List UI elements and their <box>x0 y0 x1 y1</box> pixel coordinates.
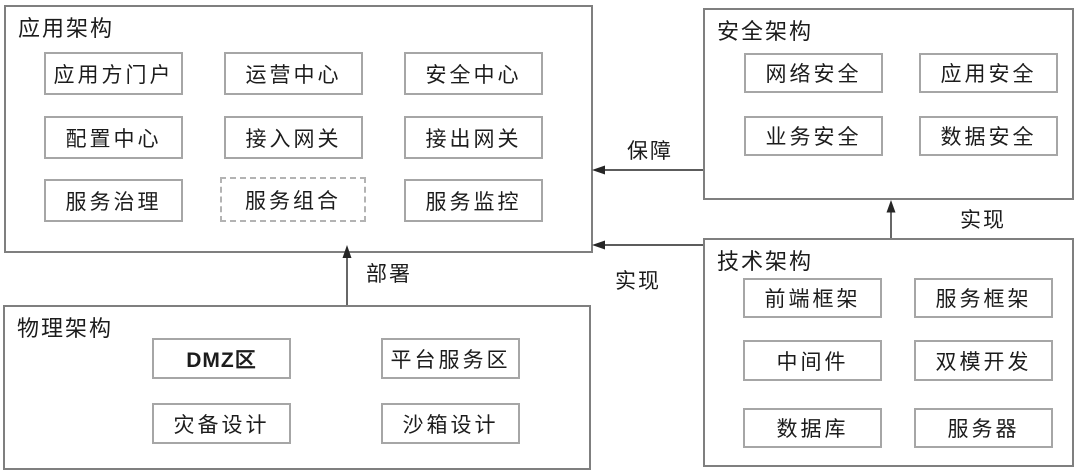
group-technical-architecture: 技术架构 前端框架 服务框架 中间件 双模开发 数据库 服务器 <box>703 238 1074 467</box>
group-title-technical: 技术架构 <box>717 249 814 274</box>
box-operation-center: 运营中心 <box>224 52 363 95</box>
box-application-security: 应用安全 <box>919 53 1058 93</box>
arrow-label-realize-security: 实现 <box>960 208 1006 232</box>
box-dual-mode-dev: 双模开发 <box>914 340 1053 381</box>
box-outbound-gateway: 接出网关 <box>404 116 543 159</box>
box-security-center: 安全中心 <box>404 52 543 95</box>
box-server: 服务器 <box>914 408 1053 448</box>
arrow-realize-application <box>592 240 703 250</box>
arrow-realize-security <box>886 200 896 238</box>
box-dmz-zone: DMZ区 <box>152 338 291 379</box>
box-data-security: 数据安全 <box>919 116 1058 156</box>
box-platform-service-zone: 平台服务区 <box>381 338 520 379</box>
arrow-deploy <box>342 245 352 305</box>
group-title-physical: 物理架构 <box>17 316 114 341</box>
group-application-architecture: 应用架构 应用方门户 运营中心 安全中心 配置中心 接入网关 接出网关 服务治理… <box>4 5 593 253</box>
group-physical-architecture: 物理架构 DMZ区 平台服务区 灾备设计 沙箱设计 <box>3 305 591 470</box>
box-network-security: 网络安全 <box>744 53 883 93</box>
box-disaster-recovery-design: 灾备设计 <box>152 403 291 444</box>
arrow-guarantee <box>592 165 703 175</box>
box-service-framework: 服务框架 <box>914 278 1053 318</box>
arrow-label-realize-application: 实现 <box>615 269 661 293</box>
box-app-portal: 应用方门户 <box>44 52 183 95</box>
group-title-security: 安全架构 <box>717 19 814 44</box>
group-title-application: 应用架构 <box>18 16 115 41</box>
box-service-monitoring: 服务监控 <box>404 179 543 222</box>
box-config-center: 配置中心 <box>44 116 183 159</box>
arrow-label-deploy: 部署 <box>366 262 412 286</box>
box-sandbox-design: 沙箱设计 <box>381 403 520 444</box>
box-frontend-framework: 前端框架 <box>743 278 882 318</box>
box-inbound-gateway: 接入网关 <box>224 116 363 159</box>
arrow-label-guarantee: 保障 <box>627 139 673 163</box>
group-security-architecture: 安全架构 网络安全 应用安全 业务安全 数据安全 <box>703 8 1074 200</box>
box-business-security: 业务安全 <box>744 116 883 156</box>
box-database: 数据库 <box>743 408 882 448</box>
box-service-composition: 服务组合 <box>220 177 366 222</box>
box-service-governance: 服务治理 <box>44 179 183 222</box>
box-middleware: 中间件 <box>743 340 882 381</box>
